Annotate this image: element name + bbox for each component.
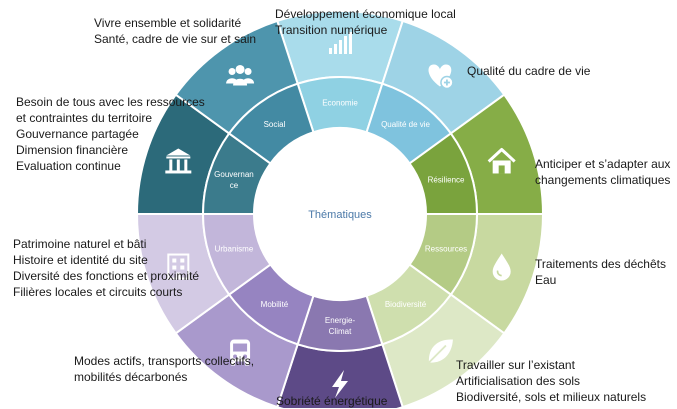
house-icon <box>487 147 516 174</box>
description-line: mobilités décarbonés <box>74 370 188 384</box>
economie-description: Développement économique local Transitio… <box>275 6 456 38</box>
description-line: Traitements des déchêts <box>535 257 666 271</box>
heart-plus-icon <box>428 64 454 90</box>
description-line: changements climatiques <box>535 173 671 187</box>
description-line: Artificialisation des sols <box>456 374 581 388</box>
water-drop-icon <box>492 253 511 281</box>
biodiversite-inner-label: Biodiversité <box>385 300 427 309</box>
gouvernance-description: Besoin de tous avec les ressources et co… <box>16 94 205 174</box>
institution-icon <box>165 148 192 174</box>
description-line: Gouvernance partagée <box>16 127 139 141</box>
biodiversite-description: Travailler sur l’existant Artificialisat… <box>456 357 646 405</box>
description-line: et contraintes du territoire <box>16 111 153 125</box>
description-line: Sobriété énergétique <box>276 394 388 408</box>
resilience-inner-label: Résilience <box>428 176 465 185</box>
icons <box>165 32 516 398</box>
people-icon <box>226 64 255 86</box>
mobilite-description: Modes actifs, transports collectifs, mob… <box>74 353 254 385</box>
description-line: Biodiversité, sols et milieux naturels <box>456 390 647 404</box>
resilience-description: Anticiper et s’adapter aux changements c… <box>535 156 670 188</box>
description-line: Anticiper et s’adapter aux <box>535 157 671 171</box>
qualite-inner-label: Qualité de vie <box>381 120 430 129</box>
energie-description: Sobriété énergétique <box>276 393 387 409</box>
ressources-inner-label: Ressources <box>425 244 467 253</box>
description-line: Vivre ensemble et solidarité <box>94 16 242 30</box>
leaf-icon <box>428 339 453 364</box>
description-line: Qualité du cadre de vie <box>467 64 591 78</box>
energie-inner-label: Climat <box>329 327 352 336</box>
description-line: Eau <box>535 273 557 287</box>
gouvernance-inner-label: ce <box>230 181 239 190</box>
social-inner-label: Social <box>264 120 286 129</box>
building-icon <box>167 253 190 280</box>
description-line: Evaluation continue <box>16 159 121 173</box>
social-description: Vivre ensemble et solidarité Santé, cadr… <box>94 15 256 47</box>
description-line: Modes actifs, transports collectifs, <box>74 354 255 368</box>
description-line: Patrimoine naturel et bâti <box>13 237 147 251</box>
qualite-description: Qualité du cadre de vie <box>467 63 590 79</box>
bar-chart-icon <box>329 32 352 54</box>
energie-inner-label: Energie- <box>325 316 356 325</box>
center-circle <box>254 128 426 300</box>
bus-icon <box>230 339 251 366</box>
economie-inner-label: Economie <box>322 99 358 108</box>
description-line: Travailler sur l’existant <box>456 358 575 372</box>
center-label: Thématiques <box>308 209 372 221</box>
description-line: Besoin de tous avec les ressources <box>16 95 205 109</box>
description-line: Transition numérique <box>275 23 388 37</box>
description-line: Histoire et identité du site <box>13 253 148 267</box>
description-line: Développement économique local <box>275 7 456 21</box>
description-line: Santé, cadre de vie sur et sain <box>94 32 257 46</box>
lightning-icon <box>332 370 348 398</box>
description-line: Filières locales et circuits courts <box>13 285 183 299</box>
mobilite-inner-label: Mobilité <box>261 300 289 309</box>
ressources-description: Traitements des déchêts Eau <box>535 256 666 288</box>
description-line: Dimension financière <box>16 143 129 157</box>
urbanisme-inner-label: Urbanisme <box>215 244 254 253</box>
description-line: Diversité des fonctions et proximité <box>13 269 200 283</box>
urbanisme-description: Patrimoine naturel et bâti Histoire et i… <box>13 236 199 300</box>
inner-ring <box>201 76 479 352</box>
gouvernance-inner-label: Gouvernan <box>214 170 254 179</box>
